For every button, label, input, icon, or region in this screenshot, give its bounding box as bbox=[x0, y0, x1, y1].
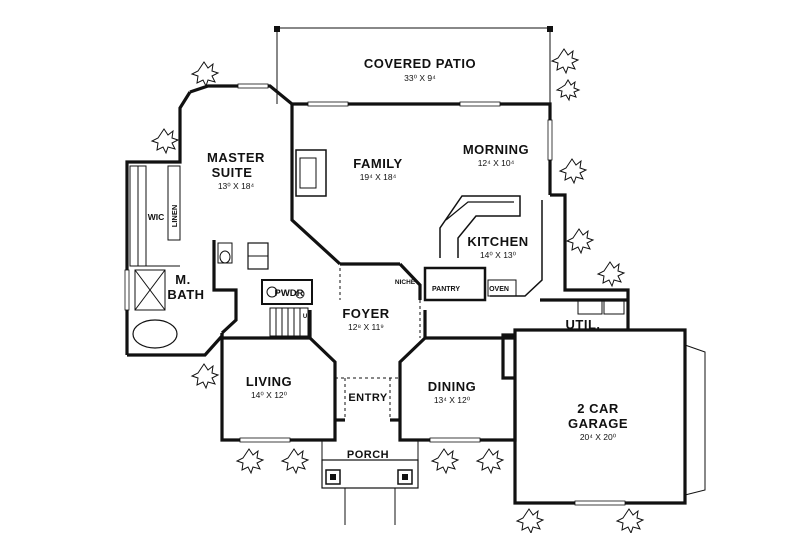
windows bbox=[124, 83, 626, 506]
pwdr-label: PWDR bbox=[274, 288, 303, 299]
foyer-dim: 12⁸ X 11⁹ bbox=[348, 322, 384, 332]
dining-label: DINING bbox=[428, 379, 477, 394]
m-bath-label-2: BATH bbox=[167, 287, 204, 302]
foyer-label: FOYER bbox=[342, 306, 389, 321]
garage-label-2: GARAGE bbox=[568, 416, 628, 431]
linen-label: LINEN bbox=[170, 205, 179, 228]
family-label: FAMILY bbox=[353, 156, 402, 171]
garage-dim: 20⁴ X 20⁰ bbox=[580, 432, 617, 442]
stairs bbox=[269, 307, 309, 337]
living-dim: 14⁰ X 12⁰ bbox=[251, 390, 288, 400]
porch-label: PORCH bbox=[347, 449, 389, 461]
landscape-shrubs bbox=[150, 48, 645, 533]
interior-details bbox=[129, 149, 706, 525]
entry-label: ENTRY bbox=[348, 392, 388, 404]
morning-dim: 12⁴ X 10⁴ bbox=[478, 158, 515, 168]
family-dim: 19⁴ X 18⁴ bbox=[360, 172, 397, 182]
util-label: UTIL. bbox=[566, 317, 601, 332]
master-suite-label-1: MASTER bbox=[207, 150, 265, 165]
wic-label: WIC bbox=[148, 212, 165, 222]
master-suite-dim: 13⁰ X 18⁴ bbox=[218, 181, 255, 191]
covered-patio-dim: 33⁰ X 9⁴ bbox=[404, 73, 436, 83]
kitchen-dim: 14⁰ X 13⁰ bbox=[480, 250, 517, 260]
garage-label-1: 2 CAR bbox=[577, 401, 619, 416]
master-suite-label-2: SUITE bbox=[212, 165, 253, 180]
living-label: LIVING bbox=[246, 374, 292, 389]
exterior-walls bbox=[125, 84, 687, 505]
up-label: UP bbox=[303, 314, 311, 320]
kitchen-label: KITCHEN bbox=[467, 234, 528, 249]
niche-label: NICHE bbox=[395, 279, 416, 286]
pantry-label: PANTRY bbox=[432, 286, 460, 293]
morning-label: MORNING bbox=[463, 142, 529, 157]
dining-dim: 13⁴ X 12⁰ bbox=[434, 395, 471, 405]
covered-patio-label: COVERED PATIO bbox=[364, 56, 476, 71]
m-bath-label-1: M. bbox=[175, 272, 190, 287]
oven-label: OVEN bbox=[489, 286, 509, 293]
